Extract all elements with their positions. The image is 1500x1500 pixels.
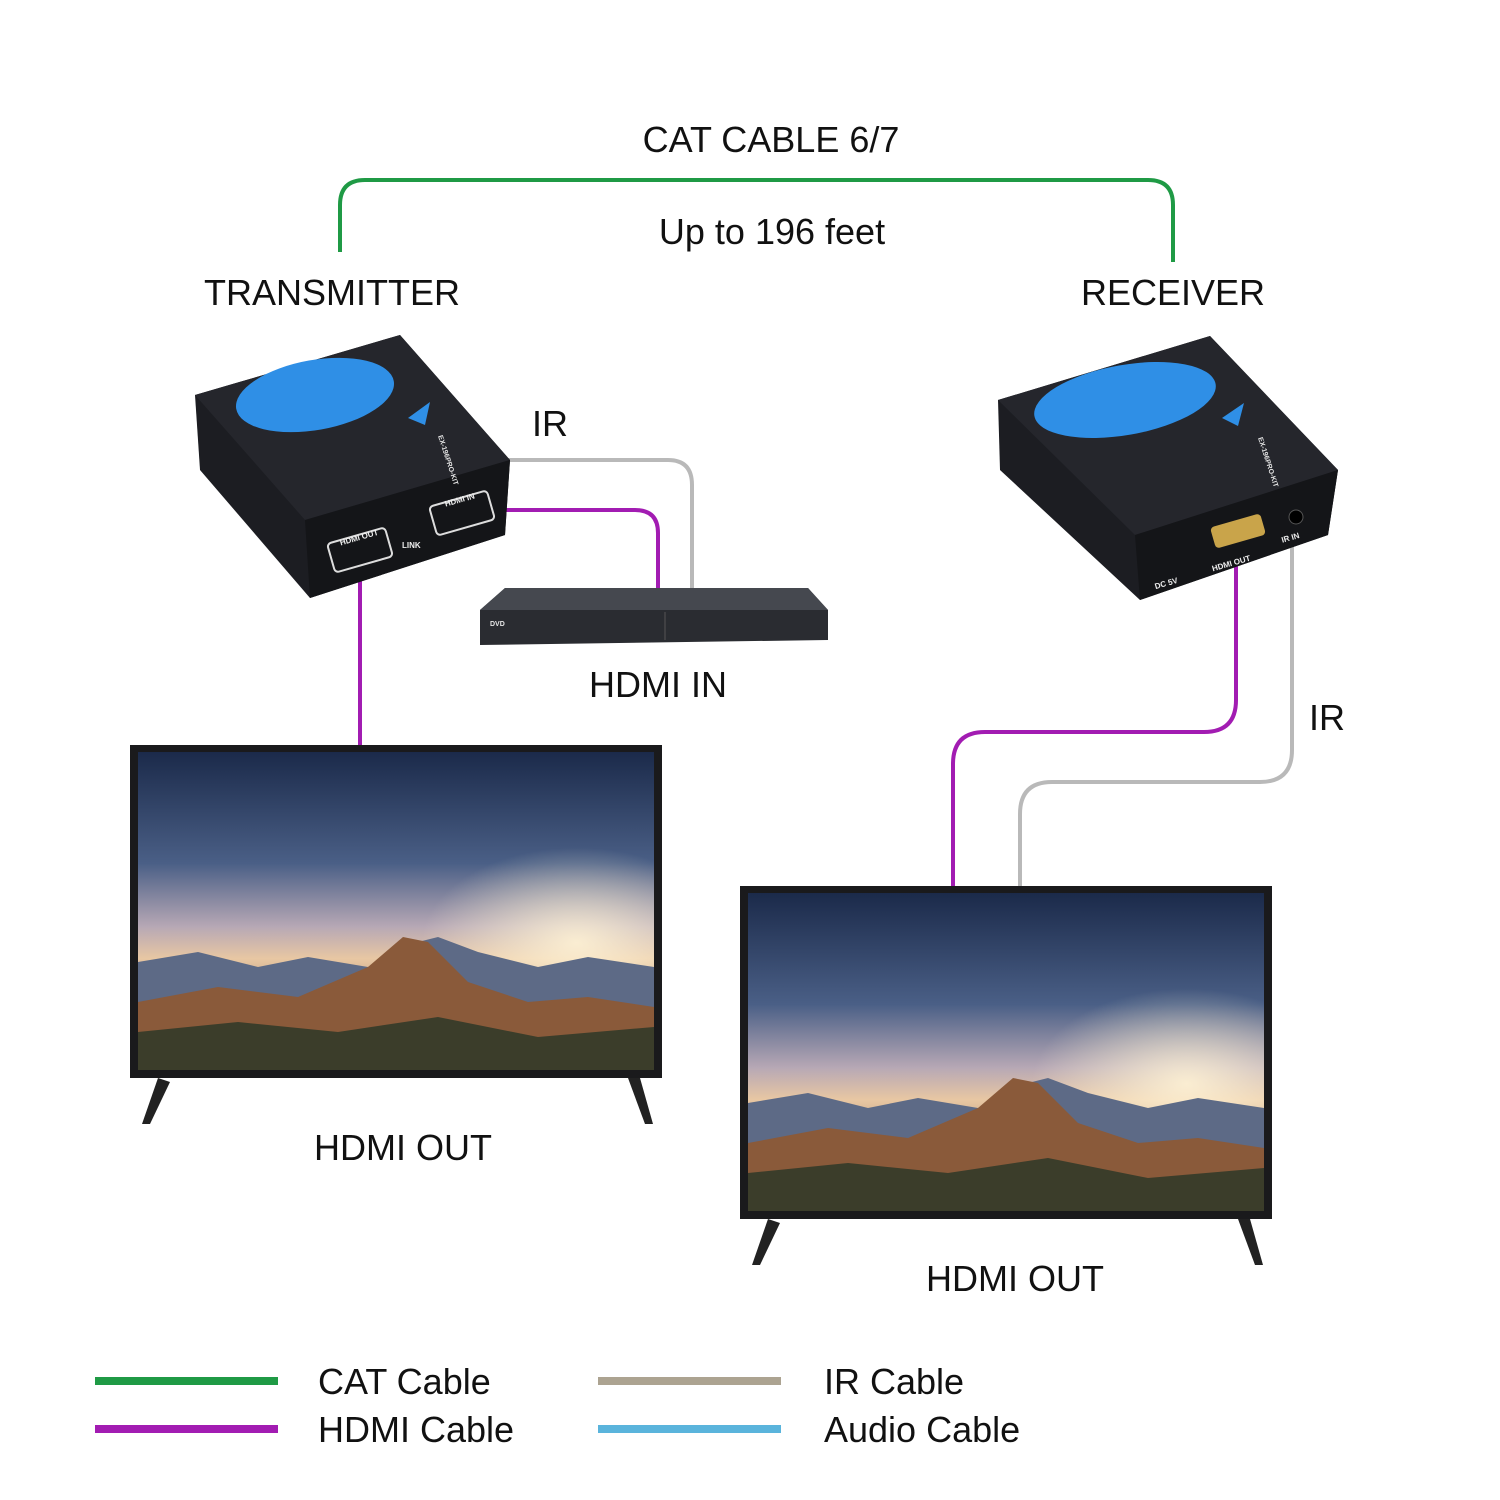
hdmi-out-label-right: HDMI OUT	[926, 1258, 1104, 1299]
ir-label-transmitter: IR	[532, 403, 568, 444]
legend-swatch-hdmi	[95, 1425, 278, 1433]
cat-cable-title: CAT CABLE 6/7	[643, 119, 900, 160]
tv-left	[130, 745, 662, 1124]
dvd-brand-mark: DVD	[490, 621, 505, 628]
cat-cable	[338, 178, 1175, 262]
legend-label-hdmi: HDMI Cable	[318, 1409, 514, 1450]
hdmi-cable-source	[505, 508, 660, 592]
hdmi-out-label-left: HDMI OUT	[314, 1127, 492, 1168]
legend-swatch-audio	[598, 1425, 781, 1433]
hdmi-in-label: HDMI IN	[589, 664, 727, 705]
transmitter-title: TRANSMITTER	[204, 272, 460, 313]
legend-label-audio: Audio Cable	[824, 1409, 1020, 1450]
ir-label-receiver: IR	[1309, 697, 1345, 738]
ir-cable-transmitter	[505, 458, 694, 592]
cat-cable-distance: Up to 196 feet	[659, 211, 885, 252]
logo-icon	[1034, 362, 1216, 438]
tv-right	[740, 886, 1272, 1265]
hdmi-cable-tv-right	[951, 560, 1238, 890]
legend: CAT Cable HDMI Cable IR Cable Audio Cabl…	[95, 1361, 1020, 1450]
receiver-title: RECEIVER	[1081, 272, 1265, 313]
logo-icon	[235, 357, 395, 433]
ir-cable-receiver	[1018, 535, 1294, 890]
receiver-device: DC 5V HDMI OUT IR IN EX-196PRO-KIT	[998, 336, 1338, 600]
legend-swatch-ir	[598, 1377, 781, 1385]
legend-label-ir: IR Cable	[824, 1361, 964, 1402]
legend-swatch-cat	[95, 1377, 278, 1385]
transmitter-device: HDMI OUT LINK HDMI IN EX-196PRO-KIT	[195, 335, 510, 598]
port-label: LINK	[402, 541, 421, 550]
legend-label-cat: CAT Cable	[318, 1361, 491, 1402]
source-player: DVD	[480, 588, 828, 645]
